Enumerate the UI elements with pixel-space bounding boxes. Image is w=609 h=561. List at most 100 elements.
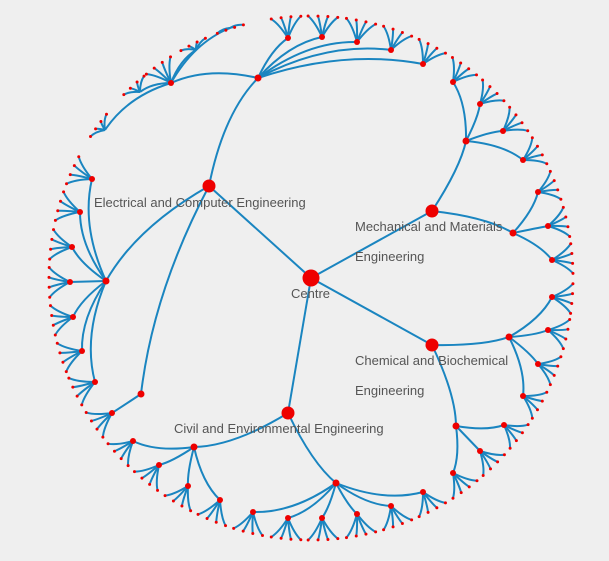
leaf-node[interactable] (126, 464, 130, 468)
sub-node[interactable] (420, 61, 426, 67)
leaf-node[interactable] (374, 22, 378, 26)
leaf-node[interactable] (435, 46, 439, 50)
leaf-node[interactable] (569, 311, 573, 315)
sub-node[interactable] (505, 333, 513, 341)
sub-node[interactable] (354, 511, 360, 517)
leaf-node[interactable] (410, 34, 414, 38)
sub-node[interactable] (67, 279, 73, 285)
leaf-node[interactable] (233, 25, 237, 29)
leaf-node[interactable] (49, 247, 53, 251)
leaf-node[interactable] (241, 529, 245, 533)
leaf-node[interactable] (568, 318, 572, 322)
leaf-node[interactable] (410, 518, 414, 522)
leaf-node[interactable] (391, 27, 395, 31)
leaf-node[interactable] (488, 85, 492, 89)
leaf-node[interactable] (571, 271, 575, 275)
leaf-node[interactable] (48, 295, 52, 299)
sub-node[interactable] (130, 438, 136, 444)
leaf-node[interactable] (180, 504, 184, 508)
leaf-node[interactable] (559, 197, 563, 201)
leaf-node[interactable] (571, 261, 575, 265)
leaf-node[interactable] (382, 528, 386, 532)
leaf-node[interactable] (169, 55, 173, 59)
leaf-node[interactable] (316, 538, 320, 542)
leaf-node[interactable] (354, 534, 358, 538)
leaf-node[interactable] (496, 460, 500, 464)
sub-node[interactable] (535, 189, 541, 195)
leaf-node[interactable] (105, 112, 109, 116)
leaf-node[interactable] (344, 16, 348, 20)
leaf-node[interactable] (571, 292, 575, 296)
leaf-node[interactable] (47, 285, 51, 289)
leaf-node[interactable] (374, 530, 378, 534)
leaf-node[interactable] (417, 37, 421, 41)
sub-node[interactable] (285, 35, 291, 41)
leaf-node[interactable] (451, 496, 455, 500)
sub-node[interactable] (388, 47, 394, 53)
leaf-node[interactable] (306, 14, 310, 18)
leaf-node[interactable] (50, 313, 54, 317)
leaf-node[interactable] (132, 470, 136, 474)
department-node-cbe[interactable] (425, 338, 439, 352)
sub-node[interactable] (450, 79, 456, 85)
leaf-node[interactable] (569, 242, 573, 246)
leaf-node[interactable] (426, 510, 430, 514)
leaf-node[interactable] (64, 370, 68, 374)
leaf-node[interactable] (564, 215, 568, 219)
leaf-node[interactable] (214, 520, 218, 524)
leaf-node[interactable] (52, 228, 56, 232)
leaf-node[interactable] (65, 182, 69, 186)
leaf-node[interactable] (75, 394, 79, 398)
leaf-node[interactable] (400, 30, 404, 34)
department-node-ece[interactable] (202, 179, 216, 193)
leaf-node[interactable] (540, 153, 544, 157)
leaf-node[interactable] (561, 347, 565, 351)
leaf-node[interactable] (566, 225, 570, 229)
sub-node[interactable] (250, 509, 256, 515)
sub-node[interactable] (477, 101, 483, 107)
leaf-node[interactable] (50, 237, 54, 241)
leaf-node[interactable] (481, 473, 485, 477)
leaf-node[interactable] (526, 129, 530, 133)
leaf-node[interactable] (570, 252, 574, 256)
sub-node[interactable] (535, 361, 541, 367)
leaf-node[interactable] (548, 383, 552, 387)
sub-node[interactable] (77, 209, 83, 215)
leaf-node[interactable] (144, 72, 148, 76)
leaf-node[interactable] (336, 15, 340, 19)
leaf-node[interactable] (336, 537, 340, 541)
sub-node[interactable] (319, 515, 325, 521)
leaf-node[interactable] (326, 15, 330, 19)
leaf-node[interactable] (163, 494, 167, 498)
leaf-node[interactable] (535, 408, 539, 412)
leaf-node[interactable] (71, 385, 75, 389)
leaf-node[interactable] (520, 121, 524, 125)
leaf-node[interactable] (260, 533, 264, 537)
leaf-node[interactable] (474, 73, 478, 77)
leaf-node[interactable] (459, 491, 463, 495)
leaf-node[interactable] (508, 446, 512, 450)
sub-node[interactable] (549, 294, 555, 300)
leaf-node[interactable] (47, 265, 51, 269)
sub-node[interactable] (477, 448, 483, 454)
leaf-node[interactable] (187, 44, 191, 48)
sub-node[interactable] (520, 393, 526, 399)
leaf-node[interactable] (55, 341, 59, 345)
leaf-node[interactable] (417, 515, 421, 519)
leaf-node[interactable] (495, 92, 499, 96)
leaf-node[interactable] (566, 327, 570, 331)
leaf-node[interactable] (279, 536, 283, 540)
leaf-node[interactable] (568, 234, 572, 238)
sub-node[interactable] (137, 390, 145, 398)
leaf-node[interactable] (189, 509, 193, 513)
leaf-node[interactable] (122, 93, 126, 97)
sub-node[interactable] (102, 277, 110, 285)
leaf-node[interactable] (299, 14, 303, 18)
leaf-node[interactable] (179, 49, 183, 53)
sub-node[interactable] (509, 229, 517, 237)
sub-node[interactable] (354, 39, 360, 45)
sub-node[interactable] (462, 137, 470, 145)
leaf-node[interactable] (520, 431, 524, 435)
leaf-node[interactable] (112, 449, 116, 453)
leaf-node[interactable] (241, 23, 245, 27)
